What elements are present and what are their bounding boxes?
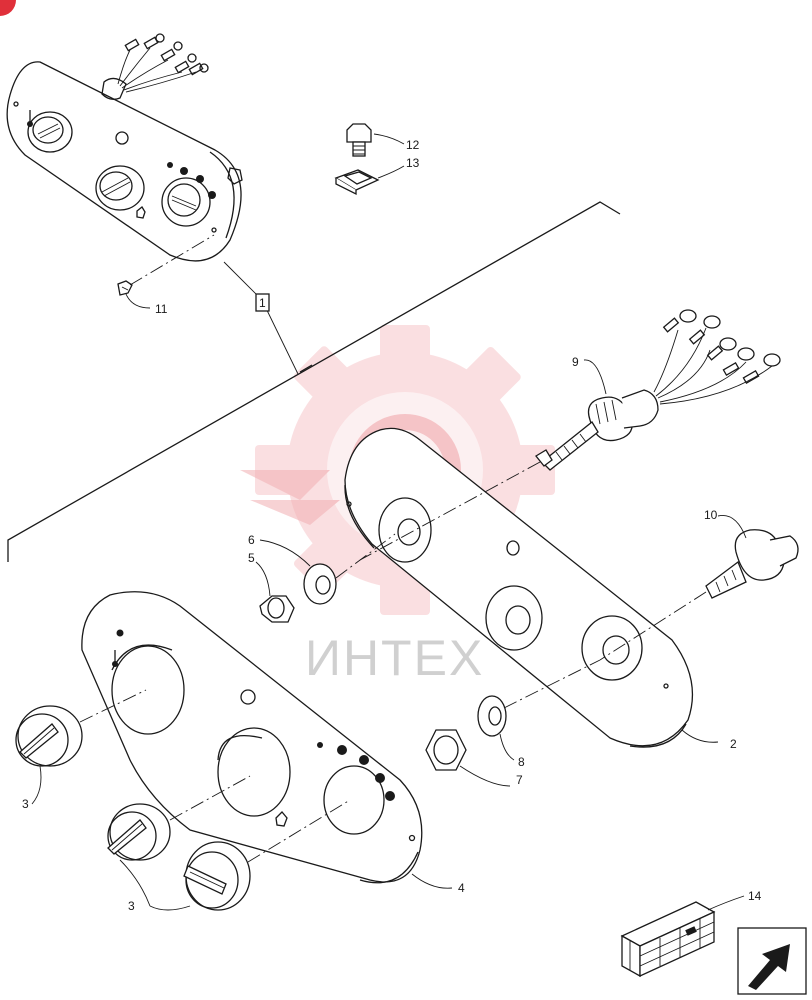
kit-crate-icon: [620, 901, 716, 978]
callout-3b: 3: [119, 859, 191, 913]
svg-text:3: 3: [22, 797, 29, 811]
svg-text:13: 13: [406, 156, 420, 170]
svg-text:3: 3: [128, 899, 135, 913]
callout-9: 9: [572, 355, 607, 395]
svg-text:8: 8: [518, 755, 525, 769]
assembled-control-panel: [6, 33, 243, 262]
washer-8: [477, 695, 507, 737]
corner-badge: [0, 0, 16, 16]
callout-8: 8: [499, 733, 525, 769]
callout-14: 14: [707, 889, 762, 911]
next-page-arrow-icon[interactable]: [737, 927, 807, 995]
nut-5: [259, 595, 295, 623]
fan-icon: [275, 811, 288, 827]
back-plate-2: [344, 427, 694, 748]
clip-nut-13: [334, 169, 380, 196]
svg-text:7: 7: [516, 773, 523, 787]
washer-6: [303, 563, 337, 605]
rotary-switch-9: [359, 309, 781, 561]
watermark-text: ИНТЕХ: [305, 630, 484, 686]
knob-3-right: [183, 841, 251, 911]
knob-3-middle: [107, 803, 171, 861]
svg-text:11: 11: [155, 302, 168, 316]
svg-text:4: 4: [458, 881, 465, 895]
svg-text:6: 6: [248, 533, 255, 547]
svg-text:1: 1: [259, 296, 266, 310]
temperature-icon: [27, 110, 33, 127]
callout-5: 5: [248, 551, 271, 597]
callout-13: 13: [377, 156, 420, 179]
svg-text:10: 10: [704, 508, 718, 522]
switch-10: [599, 529, 799, 661]
bolt-12: [346, 123, 372, 157]
fan-icon: [136, 206, 146, 219]
temperature-icon: [112, 629, 124, 667]
knob-3-left: [15, 705, 83, 767]
callout-11: 11: [125, 293, 168, 316]
callout-6: 6: [248, 533, 311, 567]
callout-4: 4: [411, 873, 465, 895]
svg-text:9: 9: [572, 355, 579, 369]
front-plate-4: [81, 591, 423, 884]
callout-3a: 3: [22, 765, 42, 811]
svg-text:14: 14: [748, 889, 762, 903]
callout-2: 2: [681, 729, 737, 751]
svg-text:12: 12: [406, 138, 420, 152]
callout-10: 10: [704, 508, 747, 539]
callout-1: 1: [255, 293, 270, 312]
callout-7: 7: [459, 765, 523, 787]
callout-12: 12: [373, 133, 420, 152]
svg-text:2: 2: [730, 737, 737, 751]
nut-7: [425, 729, 467, 771]
svg-text:5: 5: [248, 551, 255, 565]
screw-11: [117, 234, 215, 296]
